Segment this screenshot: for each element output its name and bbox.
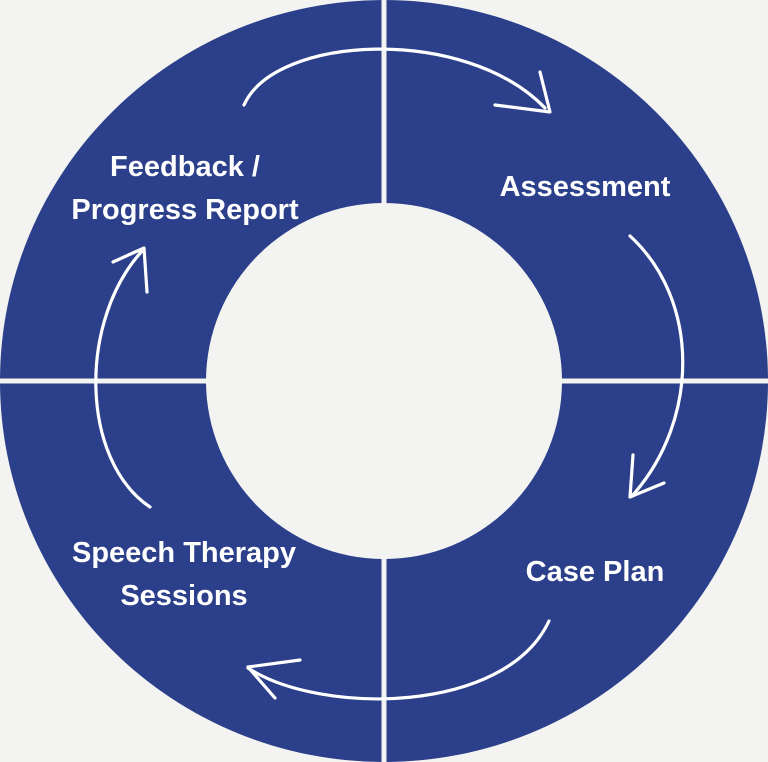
stage-label-feedback: Feedback / Progress Report: [60, 146, 310, 232]
curved-arrow-icon: [628, 234, 685, 499]
center-hole: [206, 203, 562, 559]
stage-label-line: Progress Report: [71, 194, 299, 226]
curved-arrow-icon: [94, 246, 152, 509]
curved-arrow-icon: [242, 47, 552, 114]
stage-label-line: Sessions: [120, 580, 248, 612]
stage-label-case-plan: Case Plan: [500, 551, 690, 594]
stage-label-speech-therapy: Speech Therapy Sessions: [50, 532, 318, 618]
stage-label-line: Feedback /: [110, 151, 260, 183]
stage-label-line: Assessment: [499, 171, 671, 203]
stage-label-line: Speech Therapy: [71, 537, 297, 569]
curved-arrow-icon: [246, 619, 551, 701]
stage-label-line: Case Plan: [525, 556, 665, 588]
stage-label-assessment: Assessment: [480, 166, 690, 209]
